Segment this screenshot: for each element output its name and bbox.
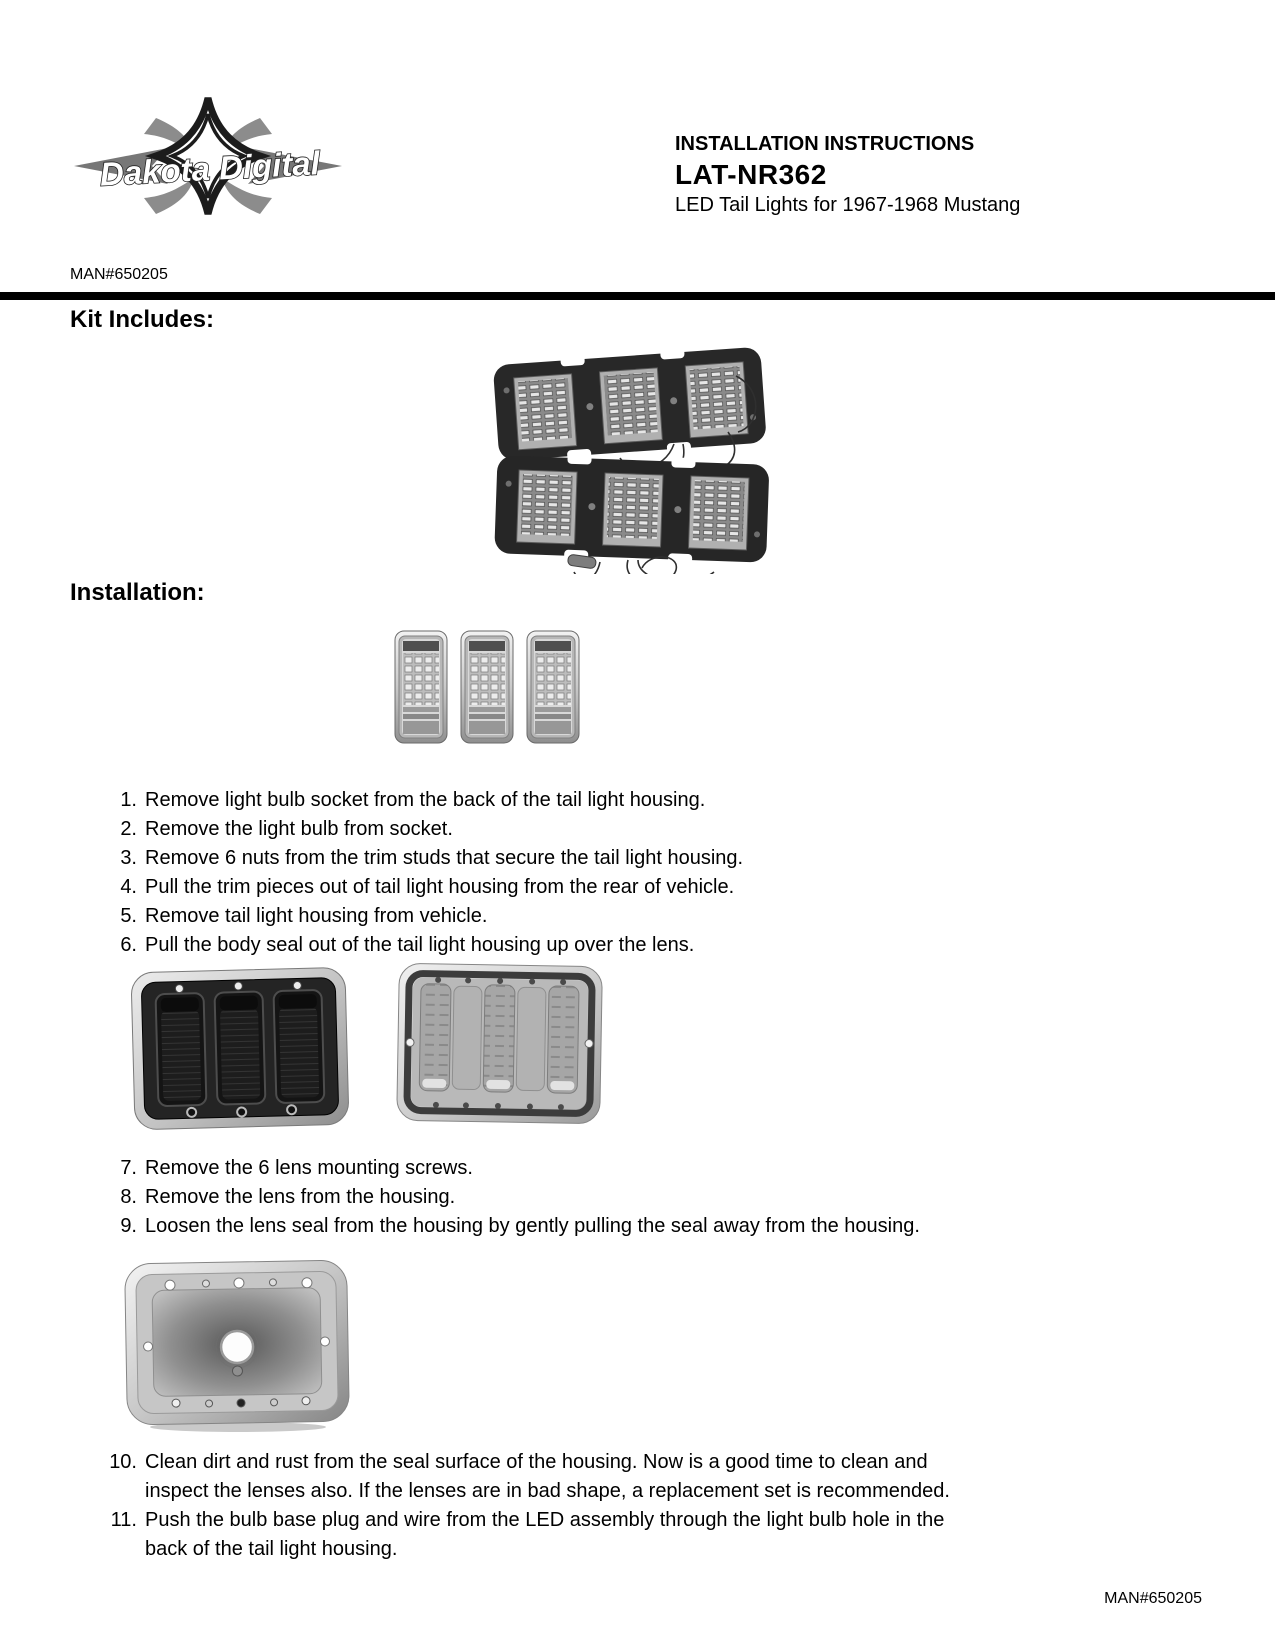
lens-rib bbox=[482, 984, 516, 1093]
led-board bbox=[687, 475, 750, 551]
man-number-top: MAN#650205 bbox=[70, 266, 168, 283]
led-plate-bottom bbox=[494, 453, 769, 564]
step-text: Remove the light bulb from socket. bbox=[145, 818, 453, 840]
lens-rib bbox=[451, 985, 483, 1091]
step-text: Pull the body seal out of the tail light… bbox=[145, 934, 695, 956]
step-item: 9. Loosen the lens seal from the housing … bbox=[101, 1212, 1131, 1241]
step-text: Pull the trim pieces out of tail light h… bbox=[145, 876, 735, 898]
header-divider-rule bbox=[0, 292, 1275, 300]
step-text: Remove the lens from the housing. bbox=[145, 1186, 456, 1208]
step-item: 1. Remove light bulb socket from the back… bbox=[101, 786, 1131, 815]
wiring-harness-bottom bbox=[573, 556, 715, 574]
step-item: 11. Push the bulb base plug and wire from… bbox=[101, 1506, 1131, 1564]
logo-left-spear bbox=[74, 148, 168, 184]
bulb-hole bbox=[219, 1329, 255, 1365]
step-item: 8. Remove the lens from the housing. bbox=[101, 1183, 1131, 1212]
step-number: 7. bbox=[120, 1157, 137, 1179]
step-text: Remove the 6 lens mounting screws. bbox=[145, 1157, 473, 1179]
installation-heading: Installation: bbox=[70, 579, 205, 606]
step-item: 5. Remove tail light housing from vehicle… bbox=[101, 902, 1131, 931]
housing-front-photo bbox=[131, 967, 349, 1130]
led-board bbox=[516, 469, 578, 545]
lens bbox=[394, 630, 448, 744]
housing-empty-photo bbox=[124, 1260, 350, 1432]
step-number: 6. bbox=[120, 934, 137, 956]
logo-star-inner bbox=[167, 113, 249, 199]
lens bbox=[460, 630, 514, 744]
logo-flame-sw bbox=[144, 178, 194, 214]
led-board bbox=[513, 373, 578, 451]
tail-light-lenses-photo bbox=[394, 630, 580, 744]
step-number: 3. bbox=[120, 847, 137, 869]
steps-1-6: 1. Remove light bulb socket from the back… bbox=[101, 786, 1131, 960]
led-board bbox=[598, 367, 663, 445]
led-board bbox=[684, 361, 749, 439]
step-text: Remove 6 nuts from the trim studs that s… bbox=[145, 847, 744, 869]
step-item: 2. Remove the light bulb from socket. bbox=[101, 815, 1131, 844]
step-text: Clean dirt and rust from the seal surfac… bbox=[145, 1451, 950, 1502]
led-board bbox=[602, 472, 664, 548]
step-number: 8. bbox=[120, 1186, 137, 1208]
step-text: Remove light bulb socket from the back o… bbox=[145, 789, 706, 811]
steps-10-11: 10. Clean dirt and rust from the seal sur… bbox=[101, 1448, 1131, 1564]
wire-connector bbox=[567, 554, 597, 569]
step-number: 5. bbox=[120, 905, 137, 927]
step-text: Loosen the lens seal from the housing by… bbox=[145, 1215, 920, 1237]
step-number: 1. bbox=[120, 789, 137, 811]
step-text: Push the bulb base plug and wire from th… bbox=[145, 1509, 945, 1560]
lens bbox=[526, 630, 580, 744]
dakota-digital-logo: Dakota Digital bbox=[74, 97, 342, 215]
lens-back-photo bbox=[396, 963, 603, 1124]
step-number: 11. bbox=[110, 1509, 137, 1531]
logo-right-spear bbox=[248, 148, 342, 184]
lens-rib bbox=[546, 985, 580, 1094]
kit-contents-photo bbox=[493, 347, 769, 574]
logo-star-outer bbox=[144, 97, 272, 215]
step-number: 4. bbox=[120, 876, 137, 898]
product-subtitle: LED Tail Lights for 1967-1968 Mustang bbox=[675, 194, 1021, 216]
doc-type-title: INSTALLATION INSTRUCTIONS bbox=[675, 133, 975, 155]
step-item: 7. Remove the 6 lens mounting screws. bbox=[101, 1154, 1131, 1183]
lens-rib bbox=[515, 986, 547, 1092]
step-number: 9. bbox=[120, 1215, 137, 1237]
model-number: LAT-NR362 bbox=[675, 159, 827, 190]
step-item: 3. Remove 6 nuts from the trim studs that… bbox=[101, 844, 1131, 873]
step-number: 10. bbox=[109, 1451, 137, 1473]
photo-shadow bbox=[150, 1422, 326, 1432]
header-block: INSTALLATION INSTRUCTIONS LAT-NR362 LED … bbox=[675, 132, 1155, 217]
led-plate-top bbox=[493, 347, 766, 461]
lens-slot bbox=[272, 989, 326, 1104]
step-number: 2. bbox=[120, 818, 137, 840]
lens-slot bbox=[154, 992, 208, 1107]
step-item: 10. Clean dirt and rust from the seal sur… bbox=[101, 1448, 1131, 1506]
step-text: Remove tail light housing from vehicle. bbox=[145, 905, 488, 927]
man-number-footer: MAN#650205 bbox=[1104, 1590, 1202, 1607]
step-item: 6. Pull the body seal out of the tail lig… bbox=[101, 931, 1131, 960]
step-item: 4. Pull the trim pieces out of tail light… bbox=[101, 873, 1131, 902]
steps-7-9: 7. Remove the 6 lens mounting screws. 8. R… bbox=[101, 1154, 1131, 1241]
logo-wordmark: Dakota Digital bbox=[99, 144, 322, 193]
kit-includes-heading: Kit Includes: bbox=[70, 306, 215, 333]
logo-flame-se bbox=[222, 178, 272, 214]
lens-rib bbox=[418, 983, 452, 1092]
lens-slot bbox=[213, 990, 267, 1106]
